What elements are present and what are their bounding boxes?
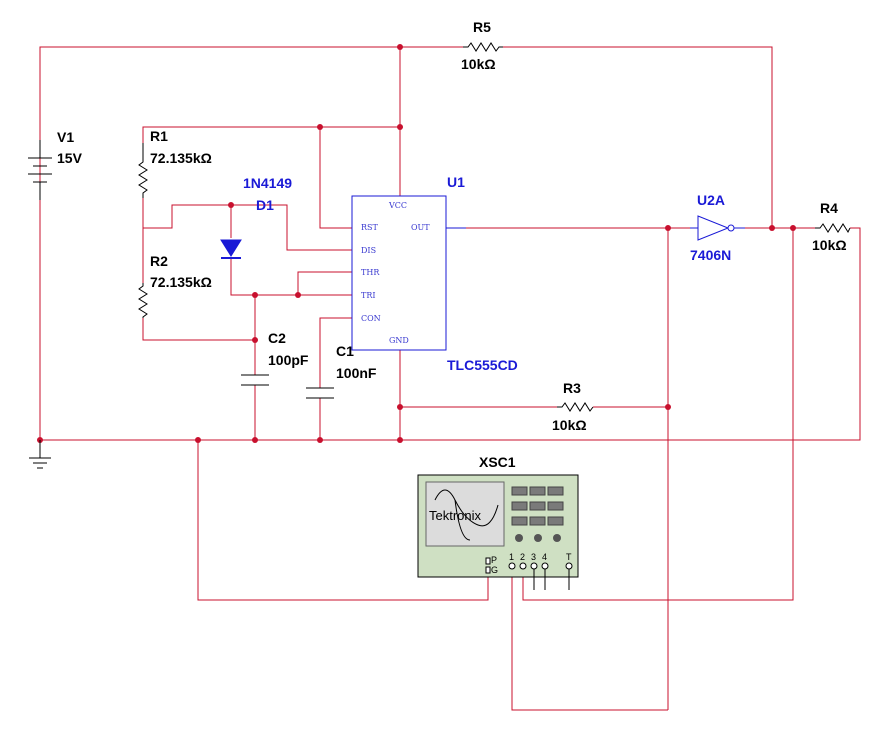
u1-pin-thr: THR xyxy=(361,268,380,277)
wire-scope-p[interactable] xyxy=(197,440,489,601)
u1-ref: U1 xyxy=(447,174,465,190)
junction-node xyxy=(397,124,403,130)
battery-v1[interactable] xyxy=(28,140,52,200)
u1-pin-dis: DIS xyxy=(361,246,376,255)
junction-node xyxy=(252,292,258,298)
scope-pin-3: 3 xyxy=(531,552,536,562)
ground-icon xyxy=(29,440,51,469)
u1-pin-out: OUT xyxy=(411,223,430,232)
u1-pin-con: CON xyxy=(361,314,381,323)
scope-buttons xyxy=(511,486,564,526)
diode-d1[interactable] xyxy=(220,239,242,259)
u1-part: TLC555CD xyxy=(447,357,518,373)
c1-value: 100nF xyxy=(336,365,377,381)
scope-brand-label: Tektronix xyxy=(429,508,482,523)
r3-ref: R3 xyxy=(563,380,581,396)
wire-scope-ch2[interactable] xyxy=(522,228,794,601)
junction-node xyxy=(397,437,403,443)
scope-pin-t: T xyxy=(566,552,572,562)
junction-node xyxy=(790,225,796,231)
timer-u1[interactable] xyxy=(351,195,466,351)
r1-value: 72.135kΩ xyxy=(150,150,212,166)
scope-pin-4: 4 xyxy=(542,552,547,562)
capacitor-c2[interactable] xyxy=(241,374,269,386)
inverter-u2a[interactable] xyxy=(690,215,745,241)
junction-node xyxy=(397,404,403,410)
u2a-part: 7406N xyxy=(690,247,731,263)
scope-pin-g: G xyxy=(491,565,498,575)
junctions xyxy=(37,44,796,443)
resistor-r4[interactable] xyxy=(815,223,851,234)
d1-ref: D1 xyxy=(256,197,274,213)
junction-node xyxy=(252,437,258,443)
junction-node xyxy=(317,437,323,443)
wire-thr[interactable] xyxy=(297,271,352,295)
r1-ref: R1 xyxy=(150,128,168,144)
u1-pin-gnd: GND xyxy=(389,336,409,345)
wire-rst[interactable] xyxy=(319,127,352,229)
junction-node xyxy=(195,437,201,443)
wire-tri[interactable] xyxy=(230,258,352,296)
v1-ref: V1 xyxy=(57,129,74,145)
wire-r2-bottom[interactable] xyxy=(142,318,255,341)
r4-ref: R4 xyxy=(820,200,838,216)
u1-pin-vcc: VCC xyxy=(388,201,407,210)
r2-value: 72.135kΩ xyxy=(150,274,212,290)
r5-ref: R5 xyxy=(473,19,491,35)
scope-pin-p: P xyxy=(491,555,497,565)
resistor-r3[interactable] xyxy=(557,402,594,412)
junction-node xyxy=(665,225,671,231)
r4-value: 10kΩ xyxy=(812,237,847,253)
wires xyxy=(39,46,861,711)
d1-part: 1N4149 xyxy=(243,175,292,191)
c2-ref: C2 xyxy=(268,330,286,346)
wire-top-left[interactable] xyxy=(39,46,463,440)
wire-top-right[interactable] xyxy=(503,46,773,228)
junction-node xyxy=(769,225,775,231)
junction-node xyxy=(252,337,258,343)
scope-pin-1: 1 xyxy=(509,552,514,562)
junction-node xyxy=(228,202,234,208)
u1-pin-rst: RST xyxy=(361,223,379,232)
resistor-r2[interactable] xyxy=(138,283,148,318)
scope-pin-2: 2 xyxy=(520,552,525,562)
u1-pin-tri: TRI xyxy=(361,291,376,300)
junction-node xyxy=(665,404,671,410)
junction-node xyxy=(397,44,403,50)
xsc1-ref: XSC1 xyxy=(479,454,516,470)
u2a-ref: U2A xyxy=(697,192,725,208)
scope-terminals xyxy=(485,557,573,574)
oscilloscope-xsc1[interactable] xyxy=(417,474,579,590)
junction-node xyxy=(317,124,323,130)
scope-knobs xyxy=(515,534,561,542)
c2-value: 100pF xyxy=(268,352,309,368)
r2-ref: R2 xyxy=(150,253,168,269)
wire-scope-ch1[interactable] xyxy=(511,572,668,711)
resistor-r1[interactable] xyxy=(138,143,148,198)
r3-value: 10kΩ xyxy=(552,417,587,433)
wire-con[interactable] xyxy=(319,317,352,388)
resistor-r5[interactable] xyxy=(463,42,503,52)
r5-value: 10kΩ xyxy=(461,56,496,72)
junction-node xyxy=(295,292,301,298)
capacitor-c1[interactable] xyxy=(306,387,334,399)
c1-ref: C1 xyxy=(336,343,354,359)
v1-value: 15V xyxy=(57,150,83,166)
wire-ground-rail[interactable] xyxy=(40,227,861,441)
wire-r1-top[interactable] xyxy=(142,126,400,143)
